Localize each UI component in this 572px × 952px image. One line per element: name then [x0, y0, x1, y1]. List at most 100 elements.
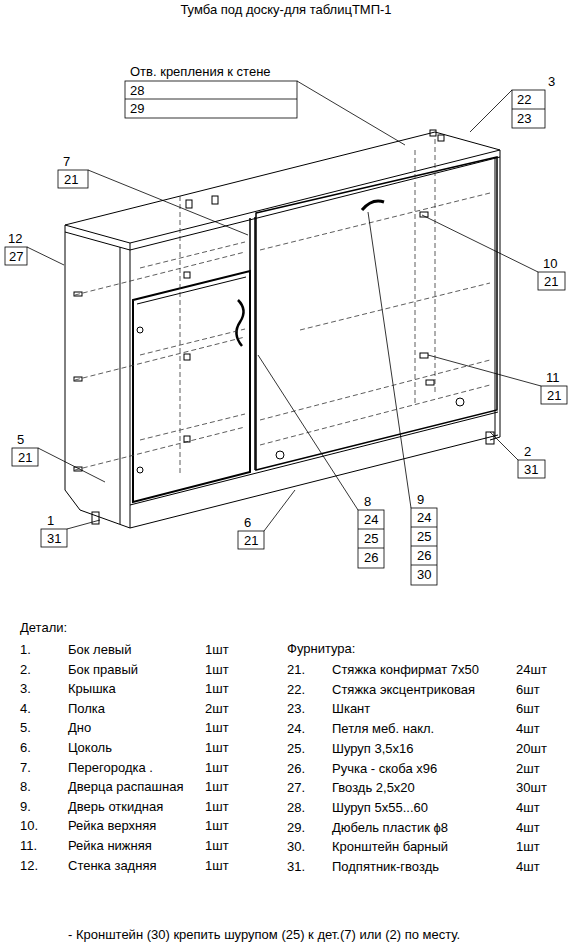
item-number: 8.	[20, 780, 31, 794]
quantity: 2шт	[516, 762, 540, 776]
item-number: 29.	[287, 821, 305, 835]
part-name: Бок левый	[68, 643, 131, 657]
quantity: 6шт	[516, 702, 540, 716]
item-number: 27.	[287, 781, 305, 795]
callout-number: 21	[544, 275, 558, 289]
item-number: 5.	[20, 721, 31, 735]
callout-number: 5	[17, 433, 24, 447]
quantity: 4шт	[516, 860, 540, 874]
item-number: 31.	[287, 860, 305, 874]
hardware-name: Гвоздь 2,5х20	[332, 781, 415, 795]
hardware-name: Кронштейн барный	[332, 840, 448, 854]
drawing-title: Тумба под доску-для таблицТМП-1	[0, 3, 572, 17]
table-heading: Детали:	[20, 621, 67, 635]
part-name: Рейка верхняя	[68, 819, 156, 833]
quantity: 2шт	[205, 702, 229, 716]
hardware-name: Стяжка конфирмат 7х50	[332, 663, 479, 677]
item-number: 30.	[287, 840, 305, 854]
item-number: 26.	[287, 762, 305, 776]
handle	[362, 201, 384, 210]
part-name: Перегородка .	[68, 761, 153, 775]
item-number: 9.	[20, 800, 31, 814]
hinged-door	[133, 271, 250, 502]
quantity: 1шт	[205, 800, 229, 814]
quantity: 1шт	[205, 859, 229, 873]
callout-number: 1	[47, 514, 54, 528]
quantity: 4шт	[516, 821, 540, 835]
quantity: 1шт	[205, 819, 229, 833]
callout-number: 24	[364, 513, 378, 527]
quantity: 4шт	[516, 801, 540, 815]
item-number: 12.	[20, 859, 38, 873]
part-name: Дверь откидная	[68, 800, 163, 814]
fasteners	[74, 130, 464, 473]
quantity: 1шт	[205, 839, 229, 853]
part-name: Дверца распашная	[68, 780, 183, 794]
callout-number: 26	[417, 549, 431, 563]
callout-number: 6	[244, 516, 251, 530]
callout-number: 25	[364, 532, 378, 546]
callout-number: 9	[417, 493, 424, 507]
callout-number: 28	[130, 84, 144, 98]
part-name: Бок правый	[68, 663, 138, 677]
right-side	[490, 157, 500, 440]
callout-number: 31	[47, 532, 61, 546]
item-number: 10.	[20, 819, 38, 833]
quantity: 1шт	[205, 741, 229, 755]
left-side	[65, 232, 130, 528]
callout-number: 11	[546, 371, 560, 385]
leader-lines	[27, 81, 541, 531]
callout-number: 10	[543, 257, 557, 271]
assembly-note: - Кронштейн (30) крепить шурупом (25) к …	[68, 928, 460, 942]
callout-number: 3	[548, 75, 555, 89]
handle	[236, 300, 243, 346]
part-name: Крышка	[68, 682, 116, 696]
callout-number: 30	[417, 568, 431, 582]
item-number: 7.	[20, 761, 31, 775]
quantity: 1шт	[205, 682, 229, 696]
quantity: 1шт	[205, 721, 229, 735]
quantity: 1шт	[205, 643, 229, 657]
callout-number: 29	[130, 102, 144, 116]
callout-number: 26	[364, 551, 378, 565]
quantity: 30шт	[516, 781, 547, 795]
flap-door	[256, 157, 497, 470]
callout-number: 31	[524, 463, 538, 477]
hardware-name: Стяжка эксцентриковая	[332, 683, 475, 697]
item-number: 1.	[20, 643, 31, 657]
quantity: 20шт	[516, 742, 547, 756]
note-label: Отв. крепления к стене	[130, 65, 271, 79]
callout-number: 24	[417, 511, 431, 525]
item-number: 23.	[287, 702, 305, 716]
callout-number: 21	[244, 534, 258, 548]
quantity: 1шт	[205, 761, 229, 775]
plinth	[130, 435, 498, 528]
item-number: 24.	[287, 722, 305, 736]
hardware-name: Шуруп 5х55...60	[332, 801, 428, 815]
hardware-name: Шуруп 3,5х16	[332, 742, 414, 756]
callout-boxes	[5, 81, 567, 585]
item-number: 3.	[20, 682, 31, 696]
callout-number: 27	[9, 250, 23, 264]
part-name: Цоколь	[68, 741, 112, 755]
quantity: 1шт	[205, 663, 229, 677]
quantity: 1шт	[516, 840, 540, 854]
quantity: 4шт	[516, 722, 540, 736]
part-name: Рейка нижняя	[68, 839, 152, 853]
callout-number: 2	[524, 445, 531, 459]
callout-number: 22	[517, 93, 531, 107]
callout-number: 21	[64, 173, 78, 187]
table-heading: Фурнитура:	[287, 642, 355, 656]
quantity: 1шт	[205, 780, 229, 794]
callout-number: 7	[63, 155, 70, 169]
item-number: 11.	[20, 839, 37, 853]
callout-number: 8	[364, 495, 371, 509]
item-number: 6.	[20, 741, 31, 755]
callout-number: 12	[8, 232, 22, 246]
bottom-edge	[130, 412, 498, 505]
item-number: 21.	[287, 663, 305, 677]
hardware-name: Петля меб. накл.	[332, 722, 434, 736]
hardware-name: Дюбель пластик ϕ8	[332, 821, 448, 835]
item-number: 22.	[287, 683, 305, 697]
part-name: Стенка задняя	[68, 859, 156, 873]
